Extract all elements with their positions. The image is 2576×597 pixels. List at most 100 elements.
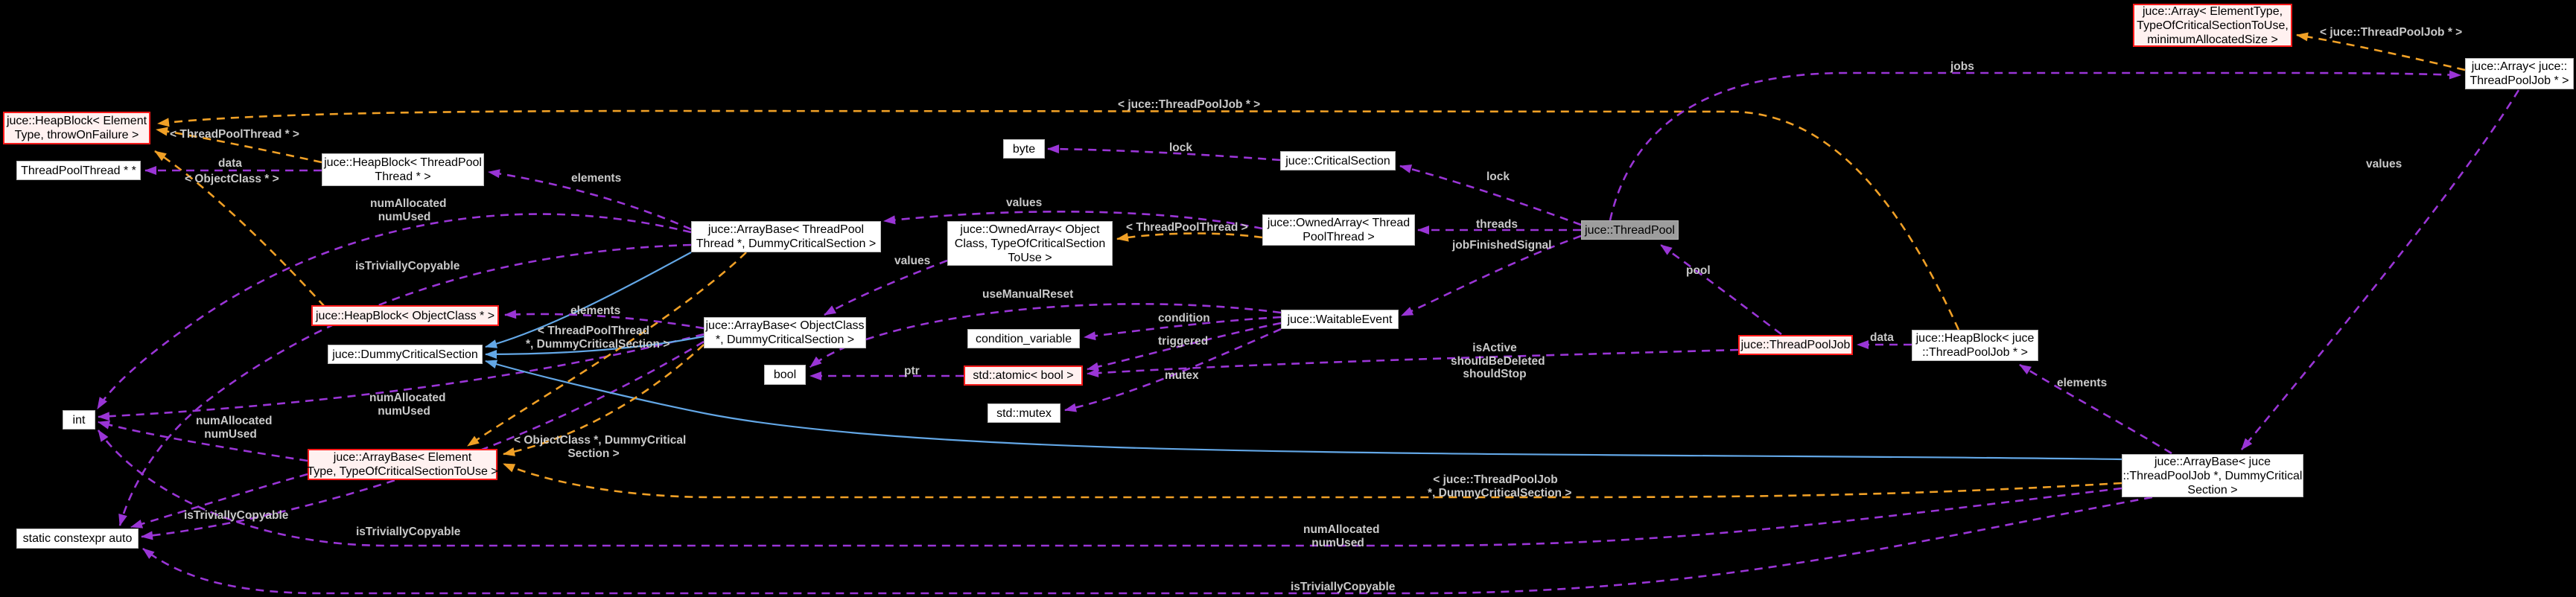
node-label: byte: [1012, 142, 1036, 156]
node-label: juce::HeapBlock< juce: [1915, 332, 2035, 345]
edge-arraybase-threadpoolthread-to-heapblock-threadpoolthread: [488, 169, 692, 231]
edge-label: elements: [571, 172, 622, 185]
edge-arraybase-elementtype-to-static-constexpr-auto: [130, 473, 308, 529]
edge-arraybase-objectclass-to-arraybase-elementtype: [503, 344, 705, 456]
node-array-elementtype[interactable]: juce::Array< ElementType,TypeOfCriticalS…: [2133, 4, 2292, 47]
edge-arraybase-elementtype-to-int: [98, 421, 308, 462]
edge-label: lock: [1486, 170, 1510, 183]
node-label: condition_variable: [976, 332, 1072, 345]
node-label: ::ThreadPoolJob *, DummyCritical: [2122, 469, 2303, 482]
node-label: juce::Array< ElementType,: [2142, 4, 2283, 18]
edge-label: values: [1006, 197, 1043, 209]
node-byte[interactable]: byte: [1003, 139, 1045, 159]
node-threadpool: juce::ThreadPool: [1581, 220, 1679, 240]
edge-waitableevent-to-std-atomic-bool: [1087, 322, 1282, 371]
edge-array-threadpooljob-to-array-elementtype: [2296, 32, 2466, 71]
edge-arraybase-objectclass-to-dummycriticalsection: [485, 335, 705, 359]
edge-label: < juce::ThreadPoolJob * >: [2320, 26, 2463, 39]
node-label: juce::ArrayBase< ThreadPool: [707, 223, 865, 236]
node-label: juce::OwnedArray< Object: [960, 223, 1100, 236]
node-heapblock-threadpooljob[interactable]: juce::HeapBlock< juce::ThreadPoolJob * >: [1912, 330, 2038, 361]
node-label: Type, TypeOfCriticalSectionToUse >: [307, 465, 498, 478]
node-label: juce::ArrayBase< juce: [2154, 455, 2271, 468]
edge-label: < juce::ThreadPoolJob*, DummyCriticalSec…: [1428, 473, 1572, 499]
node-label: Thread *, DummyCriticalSection >: [696, 237, 877, 250]
node-std-mutex[interactable]: std::mutex: [988, 403, 1060, 423]
node-threadpoolthread-ptr-ptr[interactable]: ThreadPoolThread * *: [16, 161, 141, 180]
edge-arraybase-objectclass-to-int: [98, 333, 705, 421]
node-dummycriticalsection[interactable]: juce::DummyCriticalSection: [328, 345, 483, 364]
node-heapblock-objectclass[interactable]: juce::HeapBlock< ObjectClass * >: [311, 305, 499, 326]
node-criticalsection[interactable]: juce::CriticalSection: [1280, 151, 1396, 170]
node-label: minimumAllocatedSize >: [2147, 33, 2278, 46]
edge-label: isTriviallyCopyable: [356, 526, 461, 538]
node-int[interactable]: int: [63, 410, 95, 430]
edge-waitableevent-to-std-mutex: [1064, 328, 1282, 412]
node-label: Type, throwOnFailure >: [14, 129, 139, 141]
node-static-constexpr-auto[interactable]: static constexpr auto: [16, 529, 139, 549]
node-label: ThreadPoolJob * >: [2470, 74, 2569, 87]
node-threadpooljob[interactable]: juce::ThreadPoolJob: [1738, 335, 1853, 355]
node-std-atomic-bool[interactable]: std::atomic< bool >: [964, 365, 1083, 386]
edge-label: < juce::ThreadPoolJob * >: [1118, 98, 1261, 111]
node-label: Thread * >: [375, 170, 431, 183]
edge-label: < ObjectClass * >: [185, 173, 279, 185]
edge-label: values: [2366, 158, 2402, 170]
edge-threadpooljob-to-threadpool: [1660, 243, 1782, 336]
node-label: juce::OwnedArray< Thread: [1267, 217, 1411, 229]
edge-label: isTriviallyCopyable: [1291, 581, 1396, 593]
edge-label: ptr: [904, 365, 920, 377]
node-label: juce::HeapBlock< ThreadPool: [324, 156, 482, 169]
edge-label: data: [218, 157, 242, 170]
edge-label: triggered: [1158, 335, 1209, 348]
edge-label: values: [894, 255, 931, 267]
edge-heapblock-threadpooljob-to-heapblock-elementtype: [157, 109, 1960, 331]
node-label: juce::DummyCriticalSection: [332, 348, 478, 361]
node-label: ::ThreadPoolJob * >: [1922, 346, 2028, 359]
edge-label: elements: [2057, 377, 2108, 389]
node-label: static constexpr auto: [22, 532, 133, 545]
edge-arraybase-threadpooljob-to-arraybase-elementtype: [503, 462, 2122, 499]
edge-arraybase-objectclass-to-heapblock-objectclass: [504, 310, 705, 330]
node-label: juce::CriticalSection: [1285, 154, 1390, 167]
node-label: ToUse >: [1008, 251, 1052, 264]
edge-label: < ThreadPoolThread*, DummyCriticalSectio…: [526, 325, 670, 351]
node-condition-variable[interactable]: condition_variable: [967, 329, 1080, 348]
node-waitableevent[interactable]: juce::WaitableEvent: [1281, 310, 1399, 329]
node-bool[interactable]: bool: [764, 365, 806, 385]
edge-label: lock: [1169, 141, 1193, 154]
edge-arraybase-threadpoolthread-to-int: [96, 213, 692, 409]
edge-arraybase-threadpooljob-to-static-constexpr-auto: [142, 496, 2153, 595]
node-arraybase-threadpooljob[interactable]: juce::ArrayBase< juce::ThreadPoolJob *, …: [2122, 454, 2303, 497]
edge-criticalsection-to-byte: [1047, 144, 1281, 162]
node-label: bool: [773, 368, 797, 381]
edge-ownedarray-threadpoolthread-to-arraybase-threadpoolthread: [883, 210, 1263, 230]
node-array-threadpooljob[interactable]: juce::Array< juce::ThreadPoolJob * >: [2465, 58, 2574, 89]
edge-label: condition: [1158, 312, 1210, 325]
node-label: ThreadPoolThread * *: [21, 164, 136, 177]
node-label: Class, TypeOfCriticalSection: [954, 237, 1106, 250]
node-label: std::mutex: [996, 406, 1052, 420]
edge-arraybase-threadpooljob-to-heapblock-threadpooljob: [2019, 363, 2172, 455]
edge-arraybase-objectclass-to-static-constexpr-auto: [141, 340, 705, 540]
edge-label: useManualReset: [982, 288, 1074, 301]
node-label: juce::ThreadPool: [1585, 223, 1675, 237]
node-arraybase-objectclass[interactable]: juce::ArrayBase< ObjectClass*, DummyCrit…: [704, 317, 866, 348]
edge-label: mutex: [1165, 369, 1199, 382]
edge-label: pool: [1686, 264, 1711, 277]
edge-threadpool-to-array-threadpooljob: [1609, 70, 2461, 221]
edge-label: isTriviallyCopyable: [355, 260, 460, 272]
edge-threadpool-to-waitableevent: [1401, 234, 1582, 317]
edge-waitableevent-to-condition-variable: [1084, 316, 1282, 341]
